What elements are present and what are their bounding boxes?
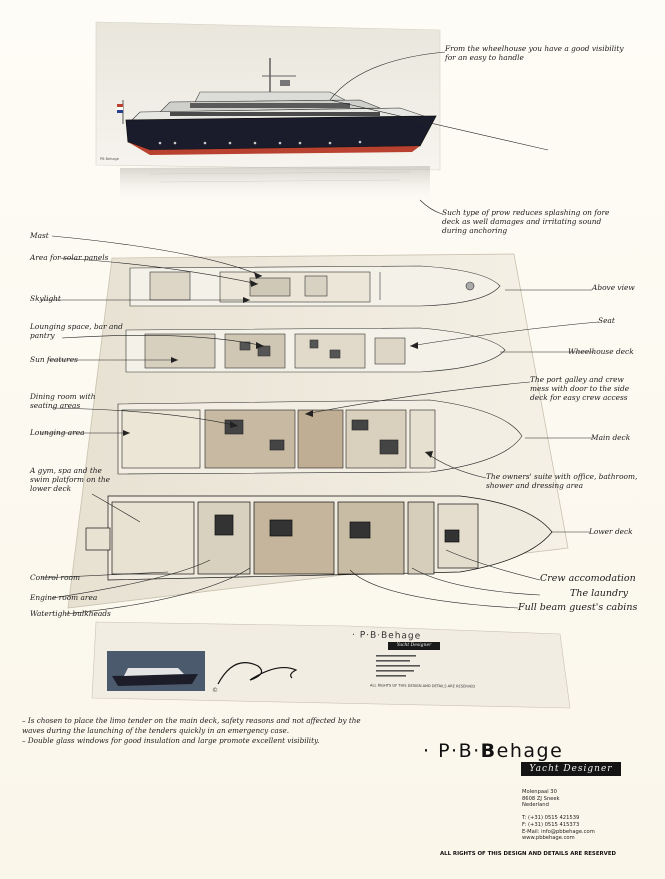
label-dining-room: Dining room with seating areas [30,392,96,410]
brand-logo: · P·B·Behage [423,740,563,762]
label-crew-accommodation: Crew accomodation [540,573,636,584]
address-line: Nederland [522,802,549,809]
label-lounging-area: Lounging area [30,428,85,437]
address-line: Molenpaal 30 [522,789,557,795]
note-tender: – Is chosen to place the limo tender on … [22,716,361,735]
wheelhouse-deck-plan [125,327,506,373]
label-engine-room: Engine room area [30,593,98,602]
label-seat: Seat [598,316,615,325]
label-lounging-bar: Lounging space, bar and pantry [30,322,123,340]
logo-bold: B [480,740,497,762]
label-main-deck: Main deck [591,433,631,442]
rights-notice: ALL RIGHTS OF THIS DESIGN AND DETAILS AR… [440,851,616,857]
logo-prefix: · P·B· [423,740,481,762]
label-wheelhouse-deck: Wheelhouse deck [568,347,634,356]
label-galley-crew-mess: The port galley and crew mess with door … [530,375,630,402]
title-block-sheet [91,621,571,709]
hull-reflection [120,166,430,205]
mini-logo: · P·B·Behage [351,630,422,642]
label-prow: Such type of prow reduces splashing on f… [442,208,610,235]
label-watertight-bulkheads: Watertight bulkheads [30,609,111,618]
svg-text:©: © [212,687,218,694]
label-gym-spa: A gym, spa and the swim platform on the … [30,466,111,493]
designer-signature [217,662,298,685]
brand-tagline: Yacht Designer [521,762,621,776]
label-laundry: The laundry [570,588,629,599]
address-line: www.pbbehage.com [522,835,575,842]
title-block-text [376,655,420,677]
label-owners-suite: The owners' suite with office, bathroom,… [486,472,638,490]
leader-lines [40,51,599,615]
label-skylight: Skylight [30,294,61,303]
label-mast: Mast [30,231,49,240]
mini-tagline: Yacht Designer [388,642,440,650]
label-guest-cabins: Full beam guest's cabins [518,602,638,613]
label-lower-deck: Lower deck [589,527,633,536]
contact-address: Molenpaal 30 8608 ZJ Sneek Nederland T: … [522,789,595,842]
note-windows: – Double glass windows for good insulati… [22,736,320,745]
address-line: 8608 ZJ Sneek [522,795,560,802]
lower-deck-plan [85,495,553,581]
label-solar-panels: Area for solar panels [30,253,109,262]
address-line: F: (+31) 0515 415373 [522,821,580,828]
address-line: T: (+31) 0515 421539 [522,815,580,822]
leader-arrowheads [123,272,433,458]
above-view-plan [129,265,501,307]
design-notes: – Is chosen to place the limo tender on … [22,716,382,746]
svg-text:PB Behage: PB Behage [100,157,119,161]
label-sun-features: Sun features [30,355,78,364]
main-deck-plan [117,399,523,475]
side-view-render: PB Behage [95,21,441,171]
label-wheelhouse-visibility: From the wheelhouse you have a good visi… [445,44,624,62]
address-line [522,809,595,816]
address-line: E-Mail: info@pbbehage.com [522,828,595,835]
label-above-view: Above view [592,283,635,292]
logo-suffix: ehage [496,740,564,762]
label-control-room: Control room [30,573,80,582]
